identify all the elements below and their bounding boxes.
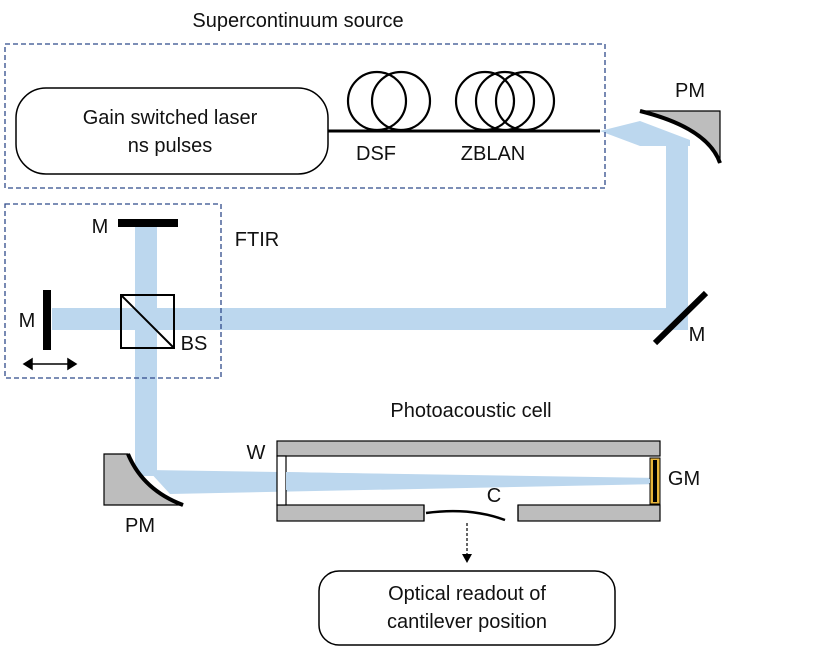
laser-box [15,87,329,175]
supercontinuum-title: Supercontinuum source [192,10,403,32]
readout-label-line1: Optical readout of [388,583,546,605]
beam-inside-cell [286,472,650,490]
dsf-fiber-coil-icon [346,70,432,132]
pm-bottom-label: PM [125,515,155,537]
zblan-fiber-coil-icon [454,70,556,132]
m-right-label: M [689,324,706,346]
bs-label: BS [181,333,208,355]
photoacoustic-cell [276,440,661,522]
gm-label: GM [668,468,700,490]
photoacoustic-cell-title: Photoacoustic cell [390,400,551,422]
laser-label-line2: ns pulses [128,135,213,157]
beam-horizontal-ftir [52,308,688,330]
parabolic-mirror-bottom [103,453,184,507]
mirror-right [652,290,709,346]
readout-box [318,570,616,646]
supercontinuum-box [4,43,606,189]
double-arrow-icon [22,357,78,371]
m-left-label: M [19,310,36,332]
cantilever [425,509,506,522]
mirror-left-moving [43,290,51,350]
zblan-label: ZBLAN [461,143,525,165]
m-top-label: M [92,216,109,238]
light-beams [52,121,690,494]
beam-vertical-right [666,140,688,320]
readout-arrow [462,523,472,563]
readout-label-line2: cantilever position [387,611,547,633]
beam-fan-to-pm [600,121,690,146]
window-w [276,455,287,506]
ftir-label: FTIR [235,229,279,251]
dsf-label: DSF [356,143,396,165]
w-label: W [247,442,266,464]
ftir-box [4,203,222,379]
laser-label-line1: Gain switched laser [83,107,258,129]
pm-top-label: PM [675,80,705,102]
parabolic-mirror-top [639,109,722,164]
beam-splitter [120,294,175,349]
beam-vertical-bs [135,226,157,476]
c-label: C [487,485,501,507]
mirror-top-ftir [118,219,178,227]
